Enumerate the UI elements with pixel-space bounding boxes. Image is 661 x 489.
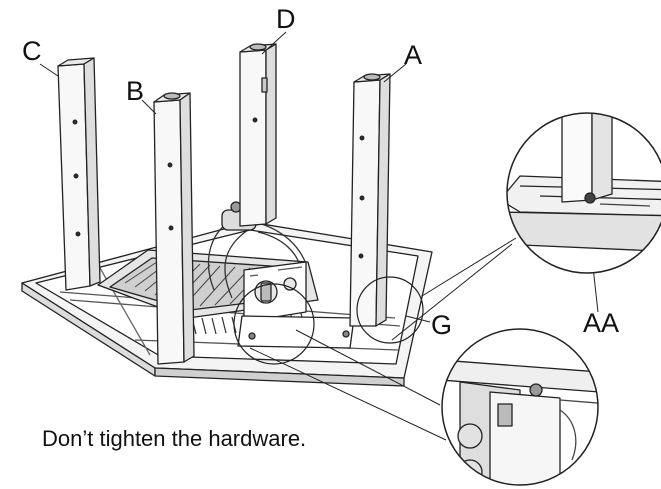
part-g-label: G <box>431 310 453 340</box>
magnify-circle-g <box>233 283 315 365</box>
bolt-aa-icon <box>584 192 596 204</box>
magnify-circle-a <box>356 276 424 344</box>
igniter-button-icon <box>283 277 297 291</box>
instruction-caption: Don’t tighten the hardware. <box>42 426 307 451</box>
bolt-aa-label: AA <box>583 308 620 338</box>
control-panel <box>243 261 307 323</box>
leg-b <box>153 92 195 365</box>
leg-c-label: C <box>22 36 42 66</box>
leg-d-label: D <box>276 4 296 34</box>
part-g-bracket <box>237 315 355 349</box>
zoom-detail-bracket <box>441 328 599 486</box>
leg-d <box>239 43 277 227</box>
leg-a-label: A <box>404 40 423 70</box>
leg-a <box>349 73 391 327</box>
leg-b-label: B <box>126 76 145 106</box>
zoom-detail-aa <box>506 112 661 274</box>
leg-c <box>57 57 101 291</box>
